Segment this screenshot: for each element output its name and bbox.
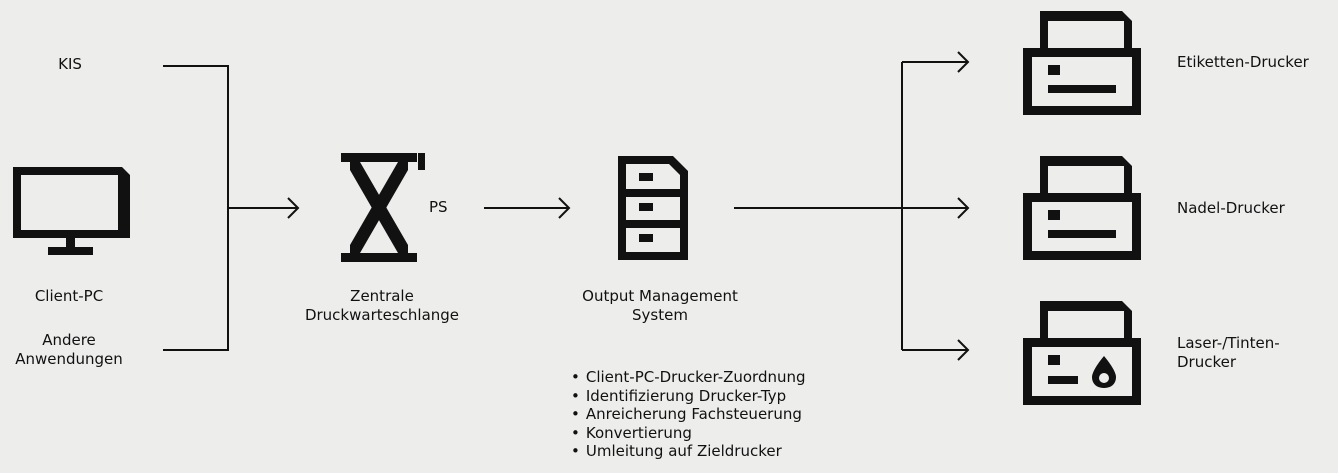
laser-printer-label-line2: Drucker [1177, 353, 1237, 371]
other-apps-label-line1: Andere [42, 331, 96, 349]
oms-title-line2: System [632, 306, 688, 324]
dot-matrix-printer-icon [1023, 156, 1141, 260]
other-apps-label-line2: Anwendungen [15, 350, 123, 368]
queue-title-line2: Druckwarteschlange [304, 306, 460, 324]
laser-printer-label-line1: Laser-/Tinten- [1177, 334, 1280, 352]
client-pc-label: Client-PC [34, 287, 104, 305]
oms-feature-item: Umleitung auf Zieldrucker [571, 442, 806, 461]
label-printer-label: Etiketten-Drucker [1177, 53, 1309, 71]
oms-feature-item: Client-PC-Drucker-Zuordnung [571, 368, 806, 387]
dot-matrix-arrowhead [957, 197, 970, 219]
ps-protocol-label: PS [429, 198, 448, 216]
label-printer-arrowhead [957, 51, 970, 73]
to-queue-arrowhead [287, 197, 300, 219]
hourglass-icon [341, 153, 425, 262]
oms-feature-item: Konvertierung [571, 424, 806, 443]
queue-title-line1: Zentrale [350, 287, 414, 305]
monitor-icon [13, 167, 130, 255]
oms-feature-list: Client-PC-Drucker-Zuordnung Identifizier… [571, 368, 806, 461]
laser-printer-icon [1023, 301, 1141, 405]
to-oms-arrowhead [558, 197, 571, 219]
oms-title-line1: Output Management [582, 287, 738, 305]
oms-feature-item: Anreicherung Fachsteuerung [571, 405, 806, 424]
label-printer-icon [1023, 11, 1141, 115]
kis-label: KIS [58, 55, 82, 73]
dot-matrix-printer-label: Nadel-Drucker [1177, 199, 1285, 217]
filing-cabinet-icon [618, 156, 688, 260]
laser-printer-arrowhead [957, 339, 970, 361]
source-merge-line [163, 65, 229, 351]
oms-feature-item: Identifizierung Drucker-Typ [571, 387, 806, 406]
